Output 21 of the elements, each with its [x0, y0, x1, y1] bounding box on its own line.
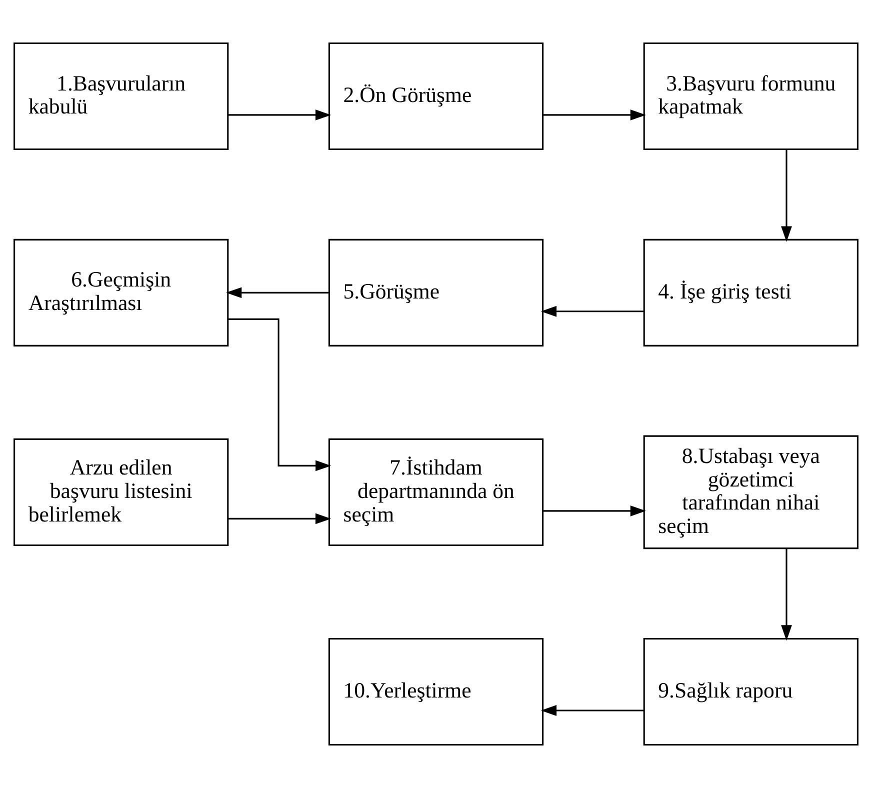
node-box: 8.Ustabaşı veya gözetimci tarafından nihai seçim — [643, 434, 858, 549]
arrow — [543, 504, 646, 516]
node-box: 2.Ön Görüşme — [328, 42, 544, 150]
arrow — [543, 108, 646, 120]
node-box: 3.Başvuru formunu kapatmak — [643, 42, 858, 150]
node-box: 4. İşe giriş testi — [643, 238, 858, 346]
arrow — [540, 305, 644, 316]
arrow — [781, 148, 792, 242]
node-box: 7.İstihdam departmanında ön seçim — [328, 438, 544, 546]
node-box: 10.Yerleştirme — [328, 637, 544, 746]
node-box: 6.Geçmişin Araştırılması — [14, 238, 229, 346]
arrow — [540, 704, 644, 716]
node-box: 5.Görüşme — [328, 238, 544, 346]
arrow — [226, 286, 329, 298]
arrow — [228, 108, 332, 120]
node-box: Arzu edilen başvuru listesini belirlemek — [14, 438, 229, 546]
node-box: 9.Sağlık raporu — [643, 637, 858, 746]
arrow — [228, 512, 332, 524]
arrow — [781, 548, 792, 640]
node-box: 1.Başvuruların kabulü — [14, 42, 229, 150]
arrow — [228, 318, 332, 471]
